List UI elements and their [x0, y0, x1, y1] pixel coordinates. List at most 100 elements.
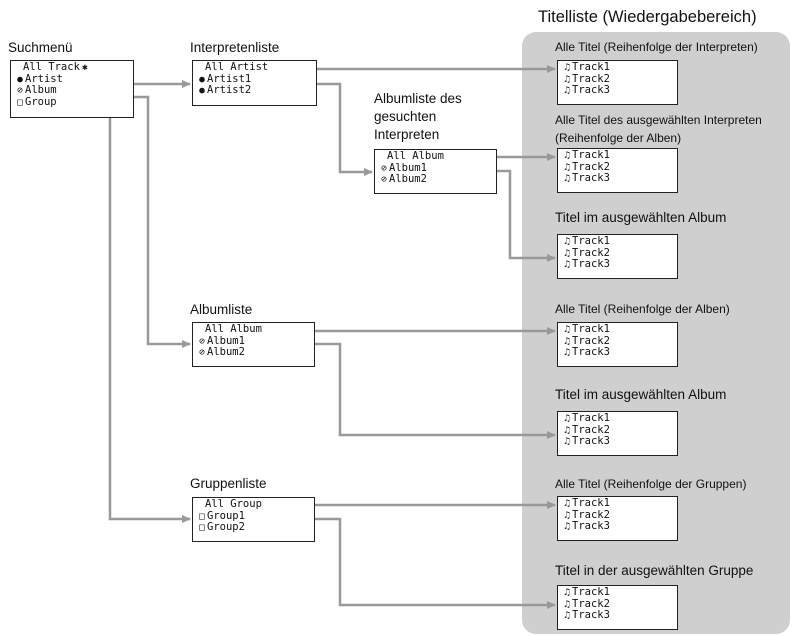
tracklist-caption-3: Titel im ausgewählten Album — [555, 210, 727, 225]
artist-album-item-label: All Album — [387, 150, 444, 162]
search-menu-item-artist[interactable]: ●Artist — [15, 73, 133, 86]
search-menu-item-group[interactable]: □Group — [15, 95, 133, 109]
music-note-icon: ♫ — [564, 598, 570, 610]
artist-item-1[interactable]: ●Artist1 — [197, 73, 316, 86]
track-item[interactable]: ♫Track2 — [562, 334, 677, 348]
track-item[interactable]: ♫Track3 — [562, 346, 677, 359]
music-note-icon: ♫ — [564, 413, 570, 424]
music-note-icon: ♫ — [564, 610, 570, 621]
track-label: Track1 — [572, 323, 610, 335]
track-label: Track3 — [572, 435, 610, 447]
track-item[interactable]: ♫Track1 — [562, 497, 677, 510]
tracklist-box-1: ♫Track1 ♫Track2 ♫Track3 — [557, 60, 678, 105]
track-label: Track2 — [572, 597, 610, 610]
track-item[interactable]: ♫Track2 — [562, 73, 677, 86]
connector-group-to-grouplist — [80, 108, 191, 523]
artist-list-heading: Interpretenliste — [190, 40, 280, 55]
track-label: Track1 — [572, 61, 610, 73]
music-note-icon: ♫ — [564, 247, 570, 259]
track-item[interactable]: ♫Track2 — [562, 597, 677, 611]
track-label: Track2 — [572, 246, 610, 259]
album-item-1[interactable]: ⊘Album1 — [197, 335, 314, 348]
music-note-icon: ♫ — [564, 436, 570, 447]
asterisk-icon: ✱ — [82, 62, 88, 73]
music-note-icon: ♫ — [564, 259, 570, 270]
tracklist-caption-4: Alle Titel (Reihenfolge der Alben) — [555, 302, 730, 316]
track-label: Track1 — [572, 412, 610, 424]
search-menu-item-label: Album — [25, 84, 57, 96]
group-item-1[interactable]: □Group1 — [197, 510, 314, 523]
artist-item-2[interactable]: ●Artist2 — [197, 84, 316, 97]
disc-icon: ⊘ — [199, 335, 205, 347]
search-menu-item-label: Group — [25, 95, 57, 108]
search-menu-item-label: All Track — [23, 61, 80, 73]
track-label: Track3 — [572, 84, 610, 96]
music-note-icon: ♫ — [564, 335, 570, 347]
track-item[interactable]: ♫Track3 — [562, 172, 677, 185]
track-item[interactable]: ♫Track2 — [562, 423, 677, 437]
tracklist-caption-1: Alle Titel (Reihenfolge der Interpreten) — [555, 40, 758, 54]
track-item[interactable]: ♫Track3 — [562, 609, 677, 622]
track-item[interactable]: ♫Track2 — [562, 161, 677, 174]
group-list-heading: Gruppenliste — [190, 476, 267, 491]
track-item[interactable]: ♫Track1 — [562, 149, 677, 162]
folder-icon: □ — [17, 96, 23, 108]
album-item-2[interactable]: ⊘Album2 — [197, 346, 314, 359]
track-label: Track3 — [572, 609, 610, 621]
artist-item-label: All Artist — [205, 61, 269, 73]
search-menu-item-album[interactable]: ⊘Album — [15, 84, 133, 97]
group-list-box: All Group □Group1 □Group2 — [192, 497, 315, 542]
track-label: Track1 — [572, 497, 610, 509]
music-note-icon: ♫ — [564, 424, 570, 436]
track-item[interactable]: ♫Track3 — [562, 84, 677, 97]
track-label: Track2 — [572, 508, 610, 521]
music-note-icon: ♫ — [564, 498, 570, 509]
search-menu-item-all-track[interactable]: All Track✱ — [15, 61, 133, 74]
track-item[interactable]: ♫Track3 — [562, 258, 677, 271]
track-label: Track3 — [572, 520, 610, 532]
tracklist-box-4: ♫Track1 ♫Track2 ♫Track3 — [557, 322, 678, 367]
track-item[interactable]: ♫Track1 — [562, 235, 677, 248]
track-label: Track2 — [572, 334, 610, 347]
person-icon: ● — [199, 73, 205, 85]
artist-item-label: Artist2 — [207, 84, 252, 96]
search-menu-box: All Track✱ ●Artist ⊘Album □Group — [10, 60, 134, 118]
connector-album-to-albumlist — [84, 95, 191, 348]
group-item-label: Group2 — [207, 521, 245, 533]
music-note-icon: ♫ — [564, 62, 570, 73]
track-item[interactable]: ♫Track2 — [562, 508, 677, 522]
track-label: Track3 — [572, 258, 610, 270]
folder-icon: □ — [199, 510, 205, 522]
album-list-box: All Album ⊘Album1 ⊘Album2 — [192, 322, 315, 367]
track-label: Track2 — [572, 423, 610, 436]
person-icon: ● — [199, 85, 205, 96]
album-item-label: Album2 — [207, 346, 245, 358]
group-item-2[interactable]: □Group2 — [197, 521, 314, 534]
track-item[interactable]: ♫Track3 — [562, 435, 677, 448]
track-label: Track1 — [572, 235, 610, 247]
music-note-icon: ♫ — [564, 587, 570, 598]
group-item-all[interactable]: All Group — [197, 498, 314, 511]
search-menu-heading: Suchmenü — [8, 40, 73, 55]
artist-album-item-2[interactable]: ⊘Album2 — [379, 173, 496, 186]
artist-album-item-all[interactable]: All Album — [379, 150, 496, 163]
music-note-icon: ♫ — [564, 236, 570, 247]
music-note-icon: ♫ — [564, 324, 570, 335]
folder-icon: □ — [199, 522, 205, 533]
artist-album-item-1[interactable]: ⊘Album1 — [379, 162, 496, 175]
artist-item-all[interactable]: All Artist — [197, 61, 316, 74]
disc-icon: ⊘ — [381, 162, 387, 174]
tracklist-caption-5: Titel im ausgewählten Album — [555, 387, 727, 402]
tracklist-caption-2: Alle Titel des ausgewählten Interpreten … — [555, 113, 762, 145]
disc-icon: ⊘ — [381, 174, 387, 185]
track-item[interactable]: ♫Track1 — [562, 412, 677, 425]
track-item[interactable]: ♫Track3 — [562, 520, 677, 533]
tracklist-box-7: ♫Track1 ♫Track2 ♫Track3 — [557, 585, 678, 630]
track-item[interactable]: ♫Track2 — [562, 246, 677, 260]
track-item[interactable]: ♫Track1 — [562, 61, 677, 74]
album-item-all[interactable]: All Album — [197, 323, 314, 336]
music-note-icon: ♫ — [564, 161, 570, 173]
track-item[interactable]: ♫Track1 — [562, 323, 677, 336]
track-item[interactable]: ♫Track1 — [562, 586, 677, 599]
